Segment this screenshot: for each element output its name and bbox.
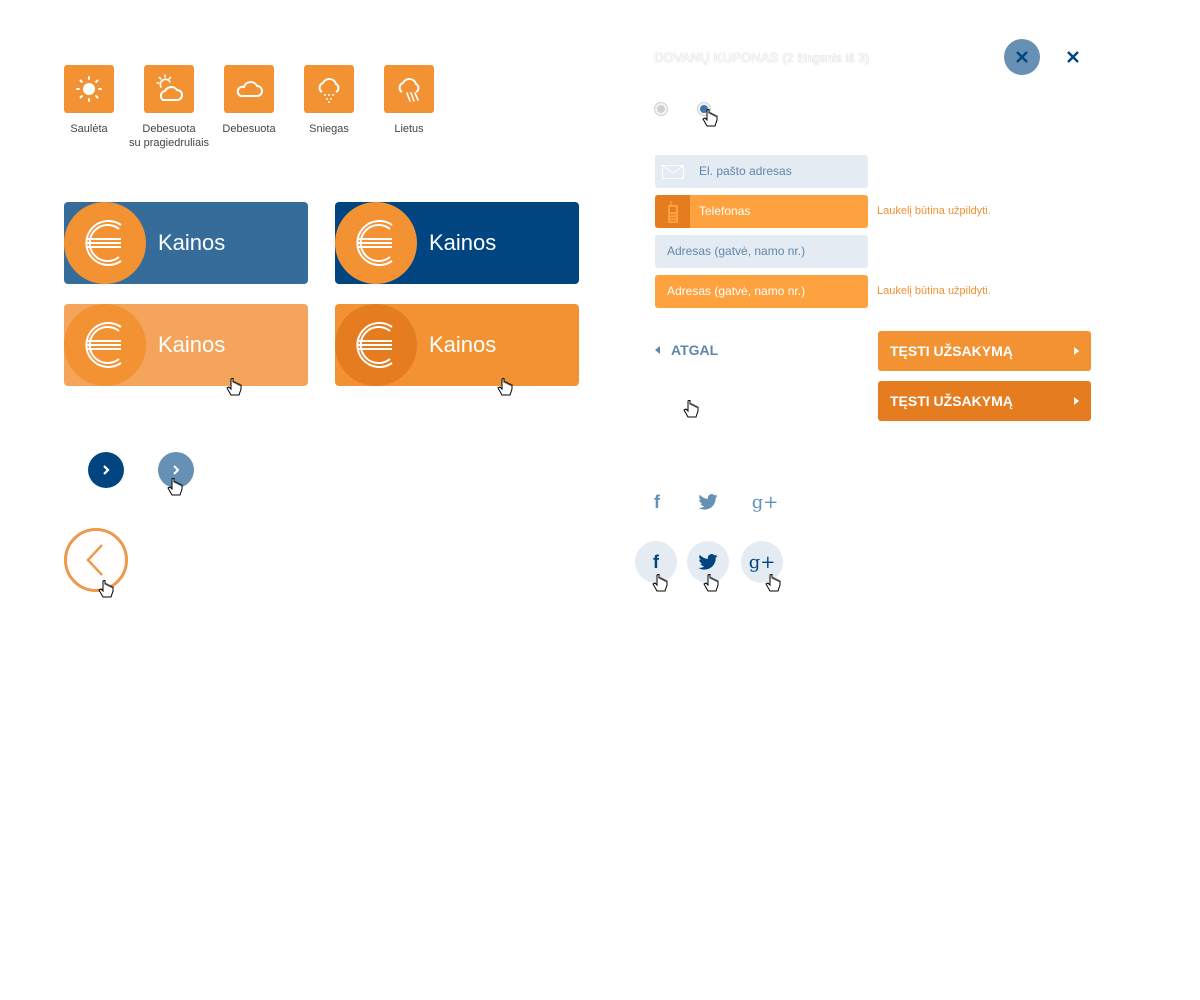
weather-label: Debesuota bbox=[222, 123, 276, 135]
close-button[interactable] bbox=[1062, 46, 1084, 68]
facebook-icon: f bbox=[654, 491, 660, 512]
panel-step-indicator: (2 žingsnis iš 3) bbox=[782, 51, 870, 65]
rain-icon bbox=[384, 65, 434, 113]
chevron-left-icon bbox=[86, 544, 103, 576]
address-field-error[interactable]: Adresas (gatvė, namo nr.) bbox=[655, 275, 868, 308]
panel-title-main: DOVANŲ KUPONAS bbox=[654, 50, 779, 65]
continue-order-button-hover[interactable]: TĘSTI UŽSAKYMĄ bbox=[878, 381, 1091, 421]
euro-icon bbox=[64, 304, 146, 386]
close-button-hover[interactable] bbox=[1004, 39, 1040, 75]
phone-error-message: Laukelį būtina užpildyti. bbox=[877, 205, 991, 217]
googleplus-icon: g+ bbox=[748, 551, 776, 573]
weather-item-snow[interactable]: Sniegas bbox=[304, 65, 354, 135]
panel-title: DOVANŲ KUPONAS (2 žingsnis iš 3) bbox=[654, 50, 869, 65]
phone-placeholder: Telefonas bbox=[699, 204, 751, 218]
partly-cloudy-icon bbox=[144, 65, 194, 113]
facebook-icon: f bbox=[653, 551, 659, 572]
euro-icon bbox=[335, 304, 417, 386]
prices-label: Kainos bbox=[429, 230, 497, 255]
next-button[interactable] bbox=[88, 452, 124, 488]
phone-field[interactable]: Telefonas bbox=[655, 195, 868, 228]
address-field[interactable]: Adresas (gatvė, namo nr.) bbox=[655, 235, 868, 268]
twitter-link[interactable] bbox=[694, 488, 722, 516]
sun-icon bbox=[64, 65, 114, 113]
next-button-hover[interactable] bbox=[158, 452, 194, 488]
snow-icon bbox=[304, 65, 354, 113]
euro-icon bbox=[64, 202, 146, 284]
chevron-right-icon bbox=[103, 465, 110, 475]
prices-button-default[interactable]: Kainos bbox=[64, 202, 308, 284]
continue-label: TĘSTI UŽSAKYMĄ bbox=[890, 393, 1013, 409]
close-icon bbox=[1067, 51, 1079, 63]
prices-button-hover[interactable]: Kainos bbox=[335, 304, 579, 386]
prices-label: Kainos bbox=[158, 332, 226, 357]
radio-checked[interactable] bbox=[697, 102, 711, 116]
continue-label: TĘSTI UŽSAKYMĄ bbox=[890, 343, 1013, 359]
facebook-link[interactable]: f bbox=[643, 488, 671, 516]
weather-item-rain[interactable]: Lietus bbox=[384, 65, 434, 135]
euro-icon bbox=[335, 202, 417, 284]
triangle-right-icon bbox=[1074, 397, 1079, 405]
phone-icon bbox=[655, 195, 690, 228]
googleplus-link[interactable]: g+ bbox=[751, 488, 779, 516]
address-error-message: Laukelį būtina užpildyti. bbox=[877, 285, 991, 297]
weather-label: Saulėta bbox=[70, 123, 108, 135]
radio-dot bbox=[657, 105, 665, 113]
radio-dot bbox=[700, 105, 708, 113]
twitter-icon bbox=[698, 494, 718, 510]
radio-unchecked[interactable] bbox=[654, 102, 668, 116]
envelope-icon bbox=[655, 155, 690, 188]
weather-item-partly-cloudy[interactable]: Debesuota su pragiedruliais bbox=[129, 65, 209, 149]
continue-order-button[interactable]: TĘSTI UŽSAKYMĄ bbox=[878, 331, 1091, 371]
prices-label: Kainos bbox=[158, 230, 226, 255]
prices-button-hover-light[interactable]: Kainos bbox=[64, 304, 308, 386]
back-label: ATGAL bbox=[671, 342, 719, 358]
prices-button-active[interactable]: Kainos bbox=[335, 202, 579, 284]
address-placeholder: Adresas (gatvė, namo nr.) bbox=[667, 244, 806, 258]
weather-label: Debesuota su pragiedruliais bbox=[129, 122, 209, 150]
twitter-icon bbox=[698, 554, 718, 570]
googleplus-icon: g+ bbox=[751, 491, 779, 513]
weather-label: Sniegas bbox=[309, 123, 349, 135]
weather-label-line2: su pragiedruliais bbox=[128, 137, 210, 149]
cloud-icon bbox=[224, 65, 274, 113]
googleplus-button-hover[interactable]: g+ bbox=[741, 541, 783, 583]
facebook-button-hover[interactable]: f bbox=[635, 541, 677, 583]
twitter-button-hover[interactable] bbox=[687, 541, 729, 583]
close-icon bbox=[1016, 51, 1028, 63]
email-field[interactable]: El. pašto adresas bbox=[655, 155, 868, 188]
email-placeholder: El. pašto adresas bbox=[699, 164, 792, 178]
weather-item-sunny[interactable]: Saulėta bbox=[64, 65, 114, 135]
prices-label: Kainos bbox=[429, 332, 497, 357]
triangle-right-icon bbox=[1074, 347, 1079, 355]
address-placeholder: Adresas (gatvė, namo nr.) bbox=[667, 284, 806, 298]
triangle-left-icon bbox=[655, 346, 660, 354]
chevron-right-icon bbox=[173, 465, 180, 475]
back-link[interactable]: ATGAL bbox=[655, 342, 718, 358]
weather-item-cloudy[interactable]: Debesuota bbox=[222, 65, 276, 135]
weather-label: Lietus bbox=[394, 123, 424, 135]
hand-cursor-icon bbox=[683, 400, 699, 418]
weather-label-line1: Debesuota bbox=[142, 123, 196, 135]
back-circle-button[interactable] bbox=[64, 528, 128, 592]
